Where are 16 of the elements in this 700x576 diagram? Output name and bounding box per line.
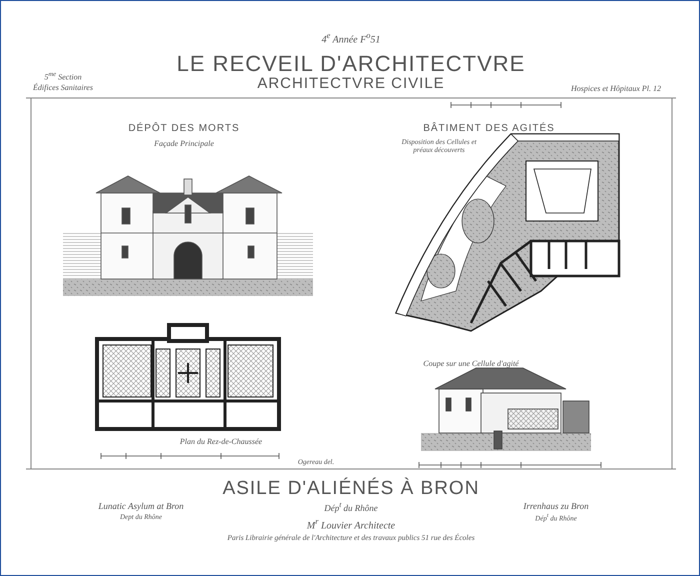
- drawing-caption: Façade Principale: [153, 139, 215, 148]
- building-name: ASILE D'ALIÉNÉS À BRON: [222, 478, 480, 500]
- translated-name: Lunatic Asylum at Bron: [97, 501, 185, 512]
- department-note: Dép$^{t}$ du Rhône: [323, 501, 379, 514]
- architect-credit: M$^{r}$ Louvier Architecte: [306, 517, 396, 532]
- subtitle: ARCHITECTVRE CIVILE: [256, 75, 446, 92]
- section-note: 5$^{me}$ Section: [43, 71, 83, 82]
- translated-name: Irrenhaus zu Bron: [522, 501, 590, 512]
- drawing-caption: Coupe sur une Cellule d'agité: [422, 359, 520, 368]
- plate-title: LE RECVEIL D'ARCHITECTVRE: [176, 51, 526, 76]
- section-note: Édifices Sanitaires: [32, 83, 94, 92]
- plate-number: 4$^{e}$ Année F$^{o}$51: [320, 31, 382, 46]
- series-note: Hospices et Hôpitaux Pl. 12: [570, 84, 662, 94]
- drawing-caption: Plan du Rez-de-Chaussée: [178, 437, 264, 446]
- drawing-title: BÂTIMENT DES AGITÉS: [422, 123, 556, 134]
- drawing-title: DÉPÔT DES MORTS: [127, 123, 241, 134]
